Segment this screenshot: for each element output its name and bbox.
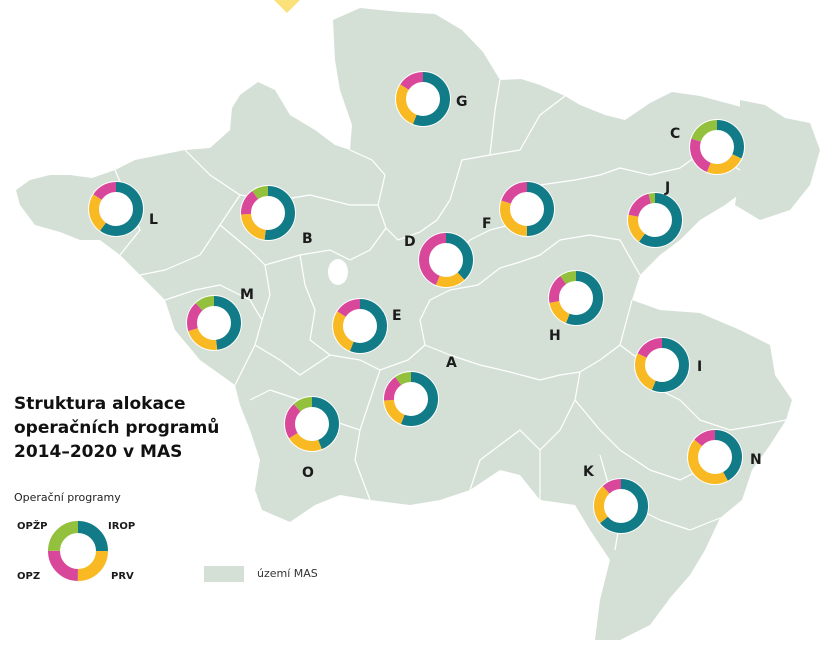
donut-i: I: [634, 337, 702, 393]
legend-donut-segment-prv: [48, 521, 108, 581]
region-letter-i: I: [697, 359, 702, 375]
legend-title-line: operačních programů: [14, 418, 220, 438]
donut-o-segment-opz: [285, 397, 339, 451]
donut-j: J: [627, 180, 683, 248]
legend-donut-segment-opzp: [48, 521, 108, 581]
donut-n-segment-prv: [688, 430, 742, 484]
legend-donut: [47, 520, 109, 582]
donut-k-segment-opz: [594, 479, 648, 533]
region-letter-g: G: [456, 94, 468, 110]
donut-m-segment-opzp: [187, 296, 241, 350]
region-letter-m: M: [240, 287, 254, 303]
region-letter-h: H: [549, 328, 561, 344]
legend-label-opz: OPZ: [17, 571, 40, 582]
donut-m-segment-prv: [187, 296, 241, 350]
region-letter-j: J: [664, 180, 670, 196]
donut-c-segment-opz: [690, 120, 744, 174]
donut-e-segment-prv: [333, 299, 387, 353]
donut-l-segment-opz: [89, 182, 143, 236]
donut-c-segment-prv: [690, 120, 744, 174]
region-letter-k: K: [583, 464, 595, 480]
donut-l-segment-prv: [89, 182, 143, 236]
region-letter-d: D: [404, 234, 416, 250]
donut-a-segment-opzp: [384, 372, 438, 426]
legend-donut-segment-opz: [48, 521, 108, 581]
donut-d: D: [404, 232, 474, 288]
region-letter-n: N: [750, 452, 762, 468]
legend-label-opzp: OPŽP: [17, 519, 47, 532]
donut-d-segment-prv: [419, 233, 473, 287]
region-area: [735, 100, 820, 220]
donut-j-segment-opzp: [628, 193, 682, 247]
donut-m-segment-opz: [187, 296, 241, 350]
region-letter-l: L: [149, 212, 158, 228]
donut-k-segment-prv: [594, 479, 648, 533]
donut-b: B: [240, 185, 313, 247]
donut-n-segment-opz: [688, 430, 742, 484]
donut-h-segment-opz: [549, 271, 603, 325]
donut-g: G: [395, 71, 468, 127]
region-letter-e: E: [392, 308, 402, 324]
donut-h-segment-opzp: [549, 271, 603, 325]
donut-e: E: [332, 298, 402, 354]
region-letter-c: C: [670, 126, 680, 142]
donut-c-segment-opzp: [690, 120, 744, 174]
donut-j-segment-prv: [628, 193, 682, 247]
donut-m: M: [186, 287, 254, 351]
donut-f-segment-opz: [500, 182, 554, 236]
donut-k: K: [583, 464, 649, 534]
donut-h: H: [548, 270, 604, 344]
legend-label-prv: PRV: [111, 571, 134, 582]
donut-f: F: [482, 181, 555, 237]
donut-o-segment-opzp: [285, 397, 339, 451]
donut-g-segment-opz: [396, 72, 450, 126]
donut-charts: G C L B F J D M E H A I O N K: [88, 71, 762, 534]
legend-subtitle: Operační programy: [14, 491, 121, 504]
donut-a: A: [383, 355, 457, 427]
program-legend: IROP PRV OPZ OPŽP: [17, 519, 135, 582]
donut-o: O: [284, 396, 340, 481]
lake: [328, 259, 348, 285]
donut-f-segment-prv: [500, 182, 554, 236]
legend-title-line: 2014–2020 v MAS: [14, 442, 183, 462]
region-letter-b: B: [302, 231, 313, 247]
donut-b-segment-opz: [241, 186, 295, 240]
donut-g-segment-prv: [396, 72, 450, 126]
donut-o-segment-prv: [285, 397, 339, 451]
legend-title: Struktura alokace operačních programů 20…: [14, 392, 254, 464]
donut-i-segment-prv: [635, 338, 689, 392]
donut-b-segment-opzp: [241, 186, 295, 240]
top-marker: [274, 0, 300, 13]
donut-c: C: [670, 119, 745, 175]
donut-i-segment-opz: [635, 338, 689, 392]
donut-d-segment-opz: [419, 233, 473, 287]
legend-title-line: Struktura alokace: [14, 394, 186, 414]
region-letter-f: F: [482, 216, 492, 232]
region-letter-o: O: [302, 465, 314, 481]
region-area: [16, 8, 792, 640]
donut-e-segment-opz: [333, 299, 387, 353]
donut-l: L: [88, 181, 158, 237]
legend-label-irop: IROP: [108, 521, 135, 532]
donut-a-segment-opz: [384, 372, 438, 426]
donut-n: N: [687, 429, 762, 485]
area-label: území MAS: [257, 567, 318, 580]
area-swatch: [204, 566, 244, 582]
region-letter-a: A: [446, 355, 457, 371]
